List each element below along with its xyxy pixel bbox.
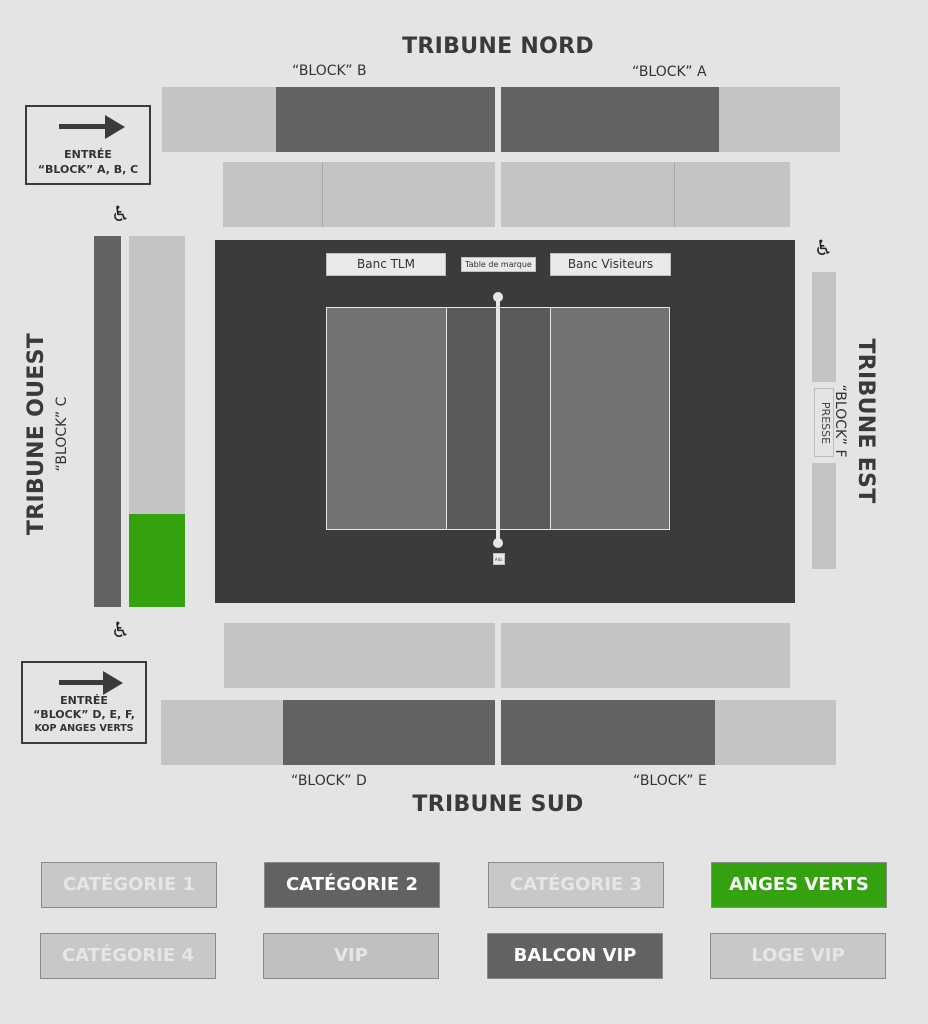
tribune-sud-title: TRIBUNE SUD <box>412 792 584 817</box>
block-b-lower[interactable] <box>322 162 495 227</box>
legend-vip[interactable]: VIP <box>263 933 439 979</box>
bench-visiteurs: Banc Visiteurs <box>550 253 671 276</box>
block-f-label: “BLOCK” F <box>832 384 848 458</box>
entry-bottom-box: ENTRÉE “BLOCK” D, E, F, KOP ANGES VERTS <box>21 661 147 744</box>
press-box: PRESSE <box>814 388 834 457</box>
tribune-ouest-title: TRIBUNE OUEST <box>24 332 49 536</box>
block-d-lower[interactable] <box>283 700 495 765</box>
kop-anges-verts[interactable] <box>129 514 185 607</box>
wheelchair-icon: ♿ <box>814 236 833 260</box>
block-b-upper[interactable] <box>276 87 495 152</box>
tribune-est-title: TRIBUNE EST <box>853 338 878 504</box>
entry-top-box: ENTRÉE “BLOCK” A, B, C <box>25 105 151 185</box>
arrow-right-icon <box>59 680 107 685</box>
entry-top-line1: ENTRÉE <box>64 148 112 161</box>
legend-loge-vip[interactable]: LOGE VIP <box>710 933 886 979</box>
legend-categorie-4[interactable]: CATÉGORIE 4 <box>40 933 216 979</box>
block-f-upper[interactable] <box>812 272 836 382</box>
legend-categorie-3[interactable]: CATÉGORIE 3 <box>488 862 664 908</box>
north-upper-left-wing[interactable] <box>162 87 276 152</box>
legend-balcon-vip[interactable]: BALCON VIP <box>487 933 663 979</box>
legend-categorie-1[interactable]: CATÉGORIE 1 <box>41 862 217 908</box>
north-upper-right-wing[interactable] <box>719 87 840 152</box>
block-c-outer[interactable] <box>94 236 121 607</box>
legend-categorie-2[interactable]: CATÉGORIE 2 <box>264 862 440 908</box>
wheelchair-icon: ♿ <box>111 618 130 642</box>
court-area: Banc TLM Table de marque Banc Visiteurs … <box>215 240 795 603</box>
block-e-label: “BLOCK” E <box>633 773 707 789</box>
score-table: Table de marque <box>461 257 536 272</box>
referee-chair: Arb. <box>493 553 505 565</box>
block-a-lower[interactable] <box>501 162 674 227</box>
block-f-lower[interactable] <box>812 463 836 569</box>
tribune-est-label-wrap: TRIBUNE EST “BLOCK” F <box>749 338 928 503</box>
block-c-label: “BLOCK” C <box>54 396 70 472</box>
block-d-upper[interactable] <box>224 623 495 688</box>
arrow-right-icon <box>59 124 107 129</box>
arrow-head-icon <box>103 671 123 695</box>
block-c-inner[interactable] <box>129 236 185 514</box>
block-e-upper[interactable] <box>501 623 790 688</box>
entry-bottom-line2: “BLOCK” D, E, F, <box>33 708 135 721</box>
entry-top-line2: “BLOCK” A, B, C <box>37 163 139 176</box>
net-post-top <box>493 292 503 302</box>
net-line <box>496 298 500 542</box>
block-b-label: “BLOCK” B <box>292 63 367 79</box>
entry-bottom-line1: ENTRÉE <box>60 694 108 707</box>
wheelchair-icon: ♿ <box>111 202 130 226</box>
bench-tlm: Banc TLM <box>326 253 446 276</box>
legend-anges-verts[interactable]: ANGES VERTS <box>711 862 887 908</box>
block-e-lower[interactable] <box>501 700 715 765</box>
tribune-nord-title: TRIBUNE NORD <box>402 34 594 59</box>
entry-bottom-line3: KOP ANGES VERTS <box>34 723 134 734</box>
south-lower-right-wing[interactable] <box>715 700 836 765</box>
south-lower-left-wing[interactable] <box>161 700 283 765</box>
block-b-lower-left[interactable] <box>223 162 322 227</box>
arrow-head-icon <box>105 115 125 139</box>
block-a-upper[interactable] <box>501 87 719 152</box>
block-a-lower-right[interactable] <box>674 162 790 227</box>
block-d-label: “BLOCK” D <box>291 773 367 789</box>
block-a-label: “BLOCK” A <box>632 64 707 80</box>
net-post-bottom <box>493 538 503 548</box>
